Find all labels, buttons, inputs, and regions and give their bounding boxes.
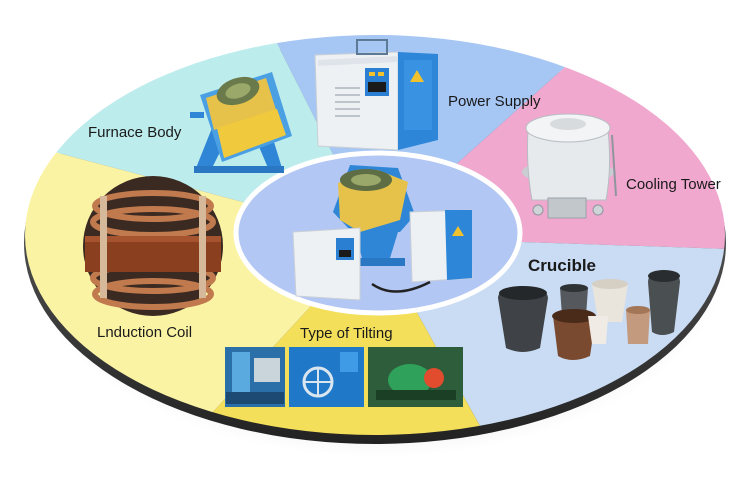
tilting-photo-3 (368, 347, 463, 407)
cooling-tower-image (522, 113, 617, 219)
power-supply-image (314, 39, 438, 151)
center-machine-image (292, 165, 473, 301)
label-type-of-tilting: Type of Tilting (300, 325, 393, 342)
label-induction-coil: Lnduction Coil (97, 324, 193, 341)
induction-coil-image (83, 176, 223, 316)
furnace-body-image (190, 72, 292, 173)
tilting-photo-1 (225, 347, 285, 407)
tilting-photo-2 (289, 347, 364, 407)
label-crucible: Crucible (528, 256, 597, 275)
label-power-supply: Power Supply (448, 93, 541, 110)
label-cooling-tower: Cooling Tower (626, 176, 721, 193)
crucible-image (498, 270, 680, 360)
label-furnace-body: Furnace Body (88, 124, 182, 141)
